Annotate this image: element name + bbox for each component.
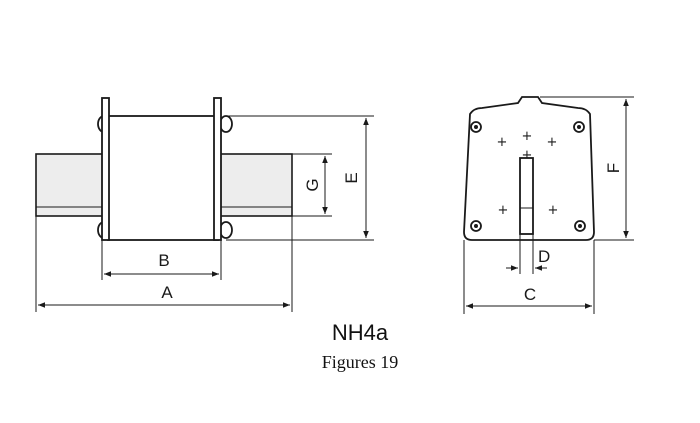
svg-text:+: + <box>522 148 533 163</box>
dimension-e-label: E <box>342 172 361 183</box>
dimension-b-label: B <box>158 251 169 270</box>
left-handle-plate <box>101 97 110 241</box>
dimension-e: E <box>226 115 374 241</box>
dimension-f: F <box>540 96 634 241</box>
svg-text:+: + <box>498 203 509 218</box>
dimension-a: A <box>35 216 293 312</box>
side-view: E G B A <box>35 97 374 312</box>
svg-text:+: + <box>548 203 559 218</box>
dimension-g: G <box>292 153 332 217</box>
indicator-slot <box>519 157 534 235</box>
dimension-b: B <box>101 240 222 280</box>
dimension-d-label: D <box>538 247 550 266</box>
plus-marks: + + + + + + <box>497 129 559 218</box>
dimension-c-label: C <box>524 285 536 304</box>
dimension-a-label: A <box>161 283 173 302</box>
dimension-c: C <box>463 240 595 314</box>
svg-text:+: + <box>547 135 558 150</box>
svg-text:+: + <box>497 135 508 150</box>
dimension-f-label: F <box>604 163 623 173</box>
corner-screws <box>470 121 586 232</box>
fuse-body <box>107 115 219 241</box>
dimension-g-label: G <box>303 178 322 191</box>
svg-text:+: + <box>522 129 533 144</box>
model-label: NH4a <box>331 320 389 345</box>
figure-caption: Figures 19 <box>321 352 399 372</box>
dimension-d: D <box>506 234 550 274</box>
right-handle-plate <box>213 97 222 241</box>
front-view: + + + + + + F D C <box>463 96 634 314</box>
